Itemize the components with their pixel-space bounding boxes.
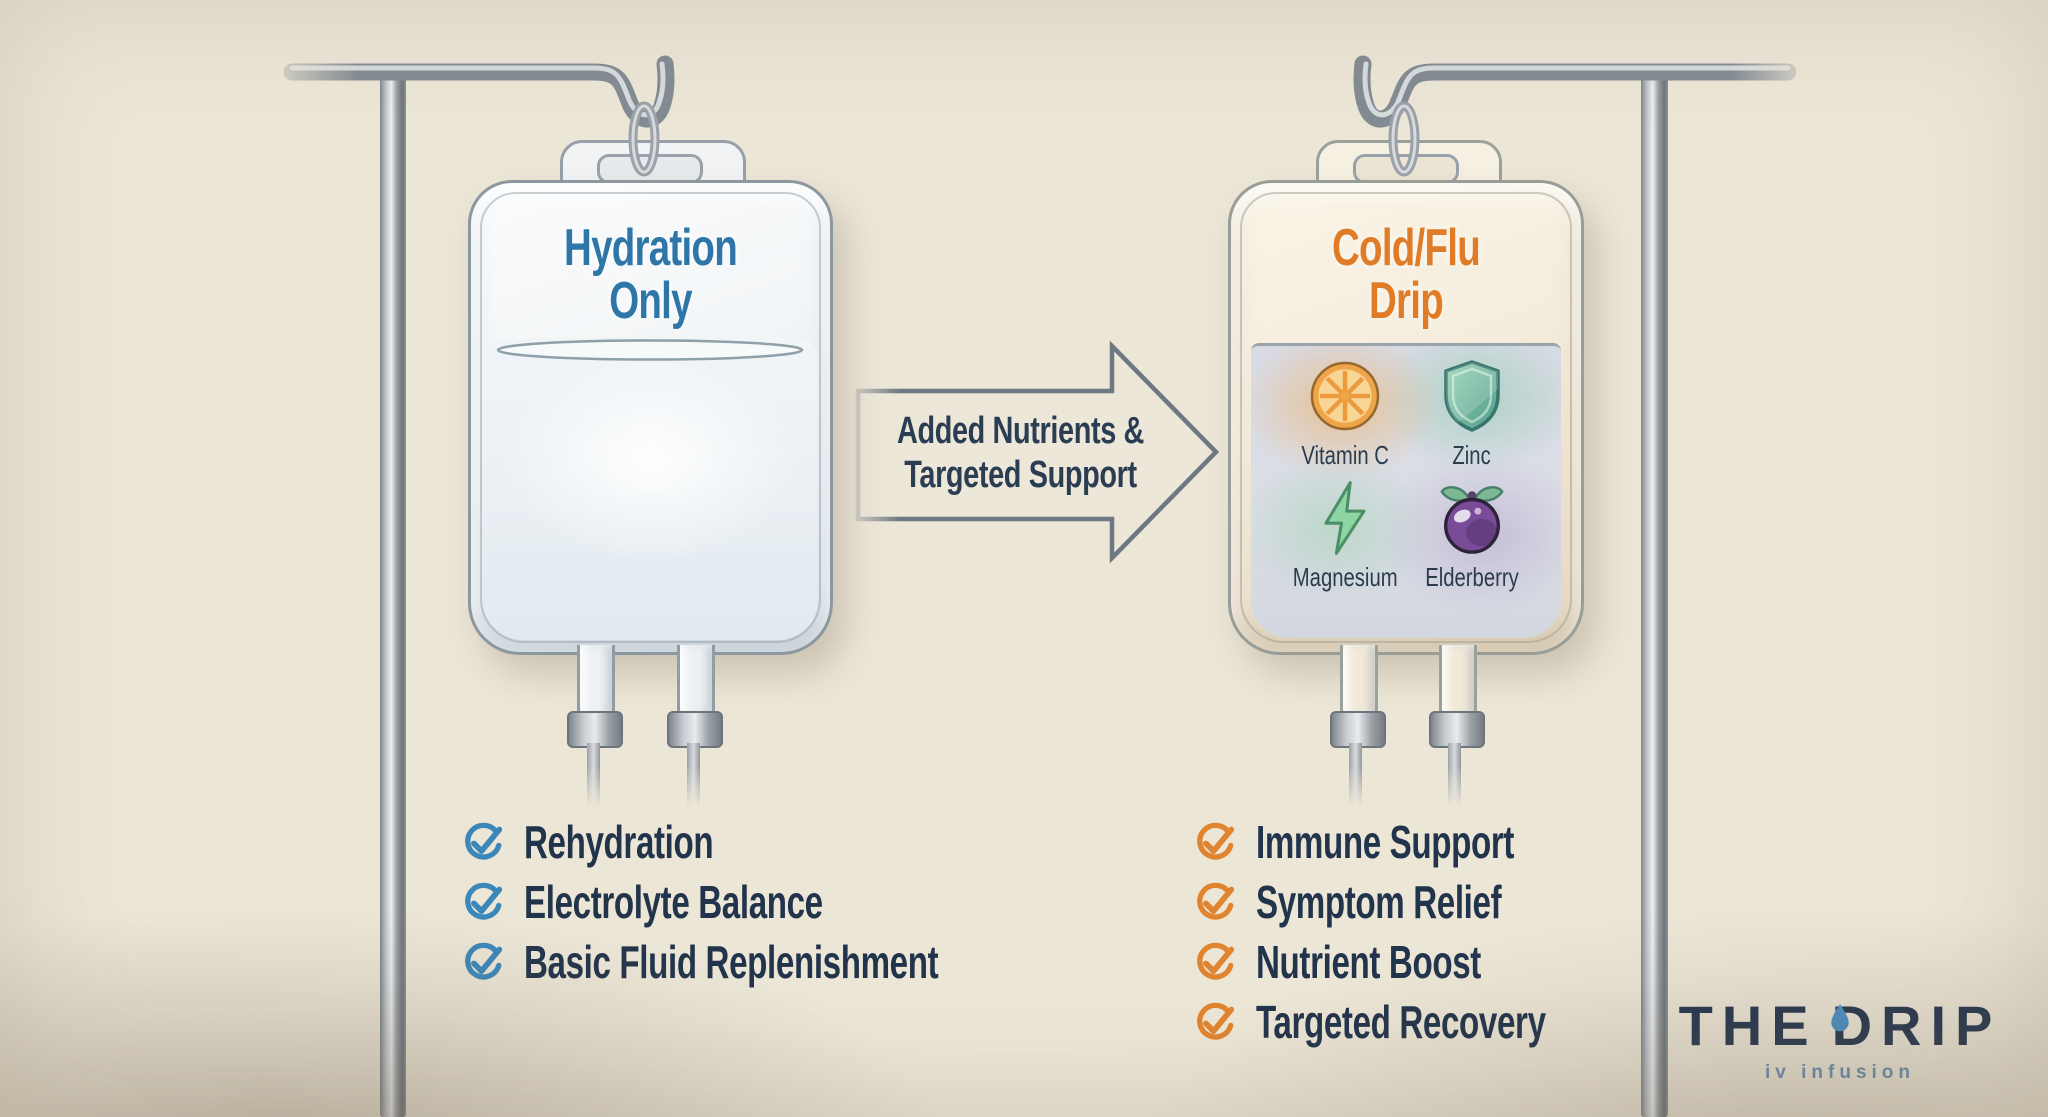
ingredient-label: Elderberry [1425,562,1519,592]
saline-fluid [483,338,818,640]
brand-word-drip: DRIP [1831,994,2002,1057]
fluid-meniscus [496,339,804,361]
left-bag-title-line1: Hydration [564,219,738,277]
iv-tube [587,743,600,807]
list-item: Rehydration [460,812,1099,872]
right-bag-title: Cold/Flu Drip [1274,222,1537,328]
nutrient-fluid-panel [1251,343,1561,638]
hydration-benefits-list: Rehydration Electrolyte Balance Basic Fl… [460,812,1099,992]
list-item: Symptom Relief [1192,872,1658,932]
check-circle-icon [1197,942,1235,980]
bag-body [1228,180,1584,655]
check-circle-icon [465,942,503,980]
arrow-caption: Added Nutrients & Targeted Support [889,409,1151,497]
cold-flu-benefits-list: Immune Support Symptom Relief Nutrient B… [1192,812,1658,1052]
port-cap [1429,711,1485,748]
bag-body [468,180,833,655]
hydration-only-iv-bag: Hydration Only [468,140,833,820]
benefit-label: Nutrient Boost [1256,936,1481,988]
bag-port [577,645,615,718]
port-cap [1330,711,1386,748]
elderberry-icon [1397,480,1547,556]
transformation-arrow [855,340,1220,564]
left-bag-title: Hydration Only [515,222,785,328]
check-circle-icon [1197,882,1235,920]
port-cap [667,711,723,748]
arrow-caption-line2: Targeted Support [904,454,1137,496]
ingredient-label: Vitamin C [1301,440,1389,470]
orange-slice-icon [1270,358,1420,434]
bag-port [1340,645,1378,718]
right-bag-title-line2: Drip [1369,272,1444,330]
lightning-bolt-icon [1270,480,1420,556]
right-bar-and-hook [1353,55,1797,128]
check-circle-icon [465,822,503,860]
arrow-caption-line1: Added Nutrients & [896,410,1145,452]
ingredient-label: Zinc [1452,440,1492,470]
list-item: Nutrient Boost [1192,932,1658,992]
benefit-label: Targeted Recovery [1256,996,1546,1048]
bag-port [1439,645,1477,718]
list-item: Basic Fluid Replenishment [460,932,1099,992]
port-cap [567,711,623,748]
list-item: Targeted Recovery [1192,992,1658,1052]
brand-tagline: iv infusion [1765,1062,1915,1083]
left-bag-title-line2: Only [609,272,692,330]
left-iv-pole [380,74,406,1117]
check-circle-icon [465,882,503,920]
ingredient-label: Magnesium [1292,562,1398,592]
shield-icon [1397,358,1547,434]
brand-word-the: THE [1678,994,1818,1057]
ingredient-magnesium: Magnesium [1270,480,1420,593]
list-item: Immune Support [1192,812,1658,872]
benefit-label: Symptom Relief [1256,876,1502,928]
benefit-label: Immune Support [1256,816,1515,868]
iv-tube [687,743,700,807]
water-drop-icon [1830,1004,1849,1032]
right-iv-pole [1641,74,1668,1117]
iv-tube [1448,743,1461,807]
benefit-label: Rehydration [524,816,714,868]
cold-flu-drip-iv-bag: Cold/Flu Drip Vitamin C [1228,140,1584,820]
right-bag-title-line1: Cold/Flu [1332,219,1481,277]
benefit-label: Basic Fluid Replenishment [524,936,939,988]
benefit-label: Electrolyte Balance [524,876,823,928]
left-bar-and-hook [283,55,675,128]
iv-pole-rig [283,55,1797,177]
iv-tube [1349,743,1362,807]
ingredient-elderberry: Elderberry [1397,480,1547,593]
ingredient-zinc: Zinc [1397,358,1547,471]
ingredient-vitamin-c: Vitamin C [1270,358,1420,471]
bag-port [677,645,715,718]
check-circle-icon [1197,1002,1235,1040]
check-circle-icon [1197,822,1235,860]
list-item: Electrolyte Balance [460,872,1099,932]
